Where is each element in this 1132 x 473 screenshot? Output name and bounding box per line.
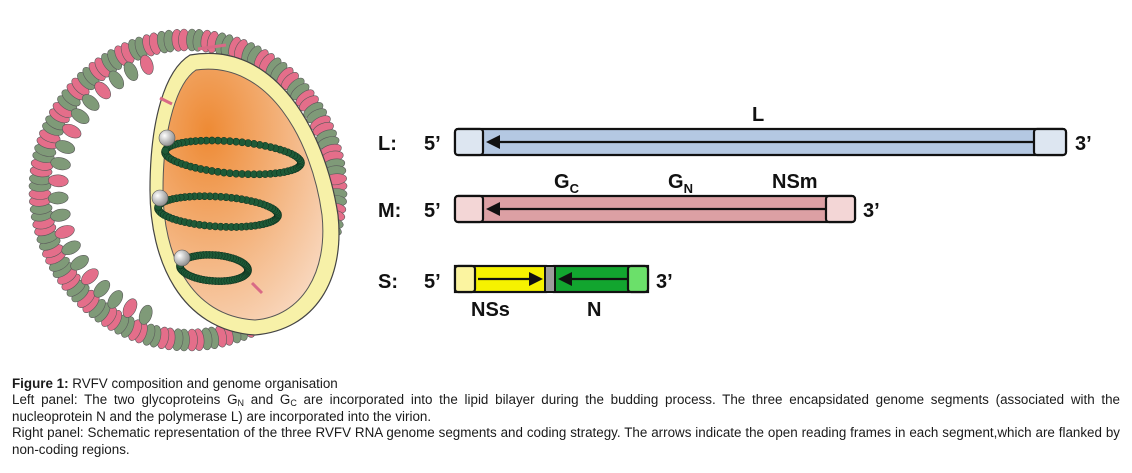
segment-s-nss-arrowhead <box>529 272 543 286</box>
glycoprotein-spike <box>61 240 81 256</box>
segment-s-3-ncr <box>626 264 650 294</box>
caption-left-sub-c: C <box>290 398 297 409</box>
membrane-glycoprotein <box>159 96 173 106</box>
glycoprotein-spike <box>123 61 139 81</box>
segment-m-5prime: 5’ <box>424 200 441 222</box>
segment-m: M: 5’ 3’ GC GN NSm <box>378 171 880 224</box>
glycoprotein-spike <box>52 95 78 118</box>
gene-nss-label: NSs <box>471 299 510 321</box>
segment-s-intergenic <box>544 265 556 293</box>
glycoprotein-spike <box>122 298 138 318</box>
glycoprotein-spike <box>50 157 71 171</box>
glycoprotein-spike <box>47 191 69 205</box>
glycoprotein-spike <box>45 108 70 131</box>
glycoprotein-spike <box>70 255 89 271</box>
ribonucleoprotein-complexes <box>151 129 305 286</box>
segment-l-gene-label: L <box>752 104 764 126</box>
glycoprotein-spike <box>139 54 154 75</box>
gene-gc-label: GC <box>554 171 580 196</box>
segment-l-3prime: 3’ <box>1075 133 1092 155</box>
caption-title-line: Figure 1: RVFV composition and genome or… <box>12 376 1120 392</box>
segment-m-3prime: 3’ <box>863 200 880 222</box>
gene-n-label: N <box>587 299 601 321</box>
segment-m-3-ncr <box>824 194 857 224</box>
glycoprotein-spike <box>70 108 90 124</box>
glycoprotein-spike <box>94 81 111 100</box>
glycoprotein-spike <box>94 53 118 78</box>
virion-illustration <box>28 28 348 352</box>
glycoprotein-spike <box>81 268 99 285</box>
glycoprotein-spike <box>108 70 125 90</box>
segment-m-arrowhead <box>486 202 500 216</box>
segment-l-5prime: 5’ <box>424 133 441 155</box>
virion-cutaway <box>149 43 340 336</box>
glycoprotein-spike <box>55 140 76 154</box>
glycoprotein-spike <box>61 83 86 107</box>
genome-segments-diagram: L: 5’ 3’ L M: 5’ 3’ GC GN NSm S: <box>378 104 1092 321</box>
segment-l-3-ncr <box>1032 127 1068 157</box>
polymerase-l <box>158 129 176 147</box>
gene-gn-label: GN <box>668 171 693 196</box>
caption-left-sub-n: N <box>237 398 245 409</box>
segment-s-5prime: 5’ <box>424 271 441 293</box>
segment-s: S: 5’ 3’ NSs N <box>378 264 673 321</box>
glycoprotein-spike <box>50 208 71 222</box>
segment-s-label: S: <box>378 271 398 293</box>
segment-s-3prime: 3’ <box>656 271 673 293</box>
segment-l-5-ncr <box>453 127 485 157</box>
glycoprotein-spike <box>54 225 75 239</box>
glycoprotein-spike <box>93 280 111 298</box>
membrane-glycoprotein <box>197 43 227 51</box>
segment-m-5-ncr <box>453 194 485 224</box>
ribonucleoprotein-loop <box>173 249 252 286</box>
segment-l: L: 5’ 3’ L <box>378 104 1092 157</box>
segment-l-arrowhead <box>486 135 500 149</box>
gene-nsm-label: NSm <box>772 171 818 193</box>
glycoprotein-spike <box>81 94 100 111</box>
caption-left-text-c: are incorporated into the lipid bilayer … <box>12 392 1121 424</box>
segment-s-n-arrowhead <box>558 272 572 286</box>
caption-right-panel: Right panel: Schematic representation of… <box>12 425 1120 457</box>
glycoprotein-spike <box>107 290 124 309</box>
polymerase-l <box>151 189 169 207</box>
segment-s-5-ncr <box>453 264 477 294</box>
ribonucleoprotein-loop <box>151 189 282 231</box>
caption-left-text-a: Left panel: The two glycoproteins G <box>12 392 238 408</box>
caption-left-text-b: and G <box>244 392 291 408</box>
caption-left-panel: Left panel: The two glycoproteins GN and… <box>12 392 1120 425</box>
glycoprotein-spike <box>71 72 96 96</box>
segment-m-label: M: <box>378 200 401 222</box>
glycoprotein-spike <box>280 72 305 96</box>
figure-caption: Figure 1: RVFV composition and genome or… <box>12 376 1120 458</box>
glycoprotein-spike <box>48 174 69 188</box>
figure-label: Figure 1: <box>12 376 69 391</box>
figure-title: RVFV composition and genome organisation <box>68 376 338 391</box>
segment-l-label: L: <box>378 133 397 155</box>
glycoprotein-spike <box>138 304 153 325</box>
polymerase-l <box>173 249 191 267</box>
figure-illustration: L: 5’ 3’ L M: 5’ 3’ GC GN NSm S: <box>28 28 1092 352</box>
membrane-glycoprotein <box>250 281 264 295</box>
ribonucleoprotein-loop <box>158 129 305 179</box>
glycoprotein-spike <box>62 123 82 139</box>
